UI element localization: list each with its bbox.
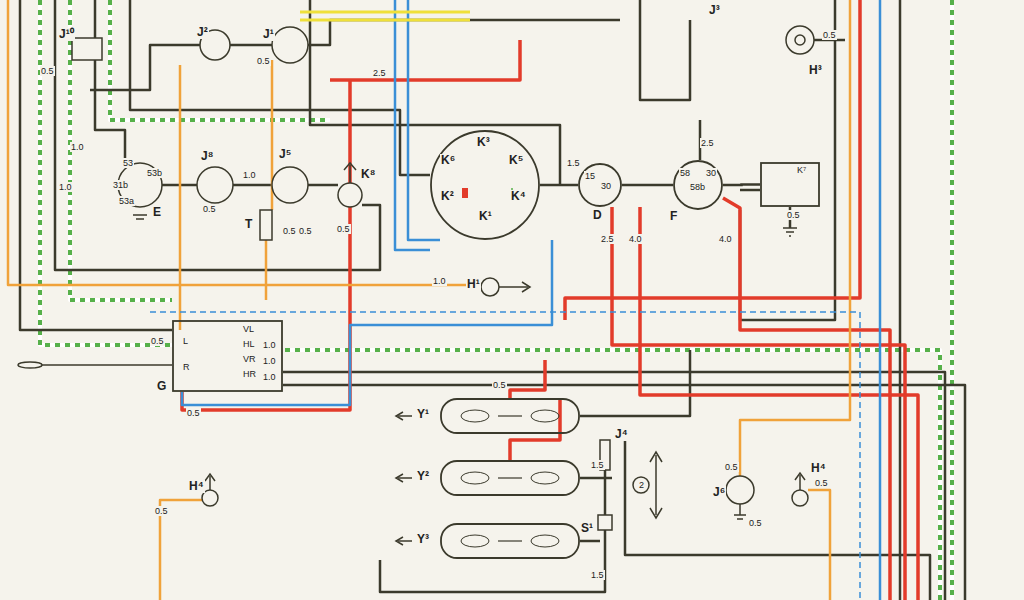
wire-gauge: 1.5 [590,460,605,470]
terminal-label: K⁵ [508,154,524,167]
wire-gauge: 1.0 [262,372,277,382]
wire-connector [540,184,578,187]
terminal-label: K³ [476,136,491,149]
terminal-label: G [156,380,167,393]
wire-gauge: 1.0 [432,276,447,286]
wire-gauge: 0.5 [492,380,507,390]
component-label: J³ [708,4,721,17]
wire-gauge: 0.5 [202,204,217,214]
lamp-box-outline [760,162,820,207]
component-label: E [152,206,162,219]
terminal-label: R [182,362,191,372]
component-label: H³ [808,64,823,77]
terminal-label: D [592,209,603,222]
wire-connector [723,183,760,186]
terminal-label: K⁴ [510,190,527,203]
terminal-label: 58 [679,168,691,178]
wire-gauge: 1.5 [566,158,581,168]
wire-gauge: 2.5 [700,138,715,148]
component-label: T [244,218,253,231]
terminal-label: F [669,210,678,223]
component-label: J² [196,26,209,39]
wire-gauge: 0.5 [336,224,351,234]
lamp-housing-outline [440,523,580,559]
wire-gauge: 0.5 [748,518,763,528]
wire-gauge: 4.0 [628,234,643,244]
component-label: J⁶ [712,486,726,499]
wire-gauge: 0.5 [154,506,169,516]
lamp-box: K⁷ [760,162,820,207]
wire-gauge: 53 [122,158,134,168]
lamp-housing: Y¹ [440,398,580,434]
component-label: J⁸ [200,150,214,163]
wire-gauge: 0.5 [40,66,55,76]
wire-gauge: 0.5 [724,462,739,472]
wire-gauge: 0.5 [256,56,271,66]
terminal-label: 30 [705,168,717,178]
wire-gauge: 1.0 [58,182,73,192]
terminal-label: 15 [584,171,596,181]
wire-gauge: 31b [112,180,129,190]
wire-gauge: 0.5 [786,210,801,220]
terminal-label: HR [242,369,257,379]
wire-gauge: 0.5 [814,478,829,488]
component-label: J¹ [262,28,275,41]
wire-gauge: 0.5 [282,226,297,236]
wire-gauge: 1.0 [262,356,277,366]
wire-gauge: 0.5 [298,226,313,236]
wire-gauge: 0.5 [150,336,165,346]
terminal-label: K¹ [478,210,493,223]
wire-gauge: 0.5 [822,30,837,40]
wire-gauge: 4.0 [718,234,733,244]
wire-gauge: 1.0 [262,340,277,350]
terminal-label: Y¹ [416,408,430,421]
component-label: J⁵ [278,148,292,161]
lamp-housing-outline [440,460,580,496]
wire-gauge: 2 [638,480,645,490]
terminal-label: K⁷ [796,165,807,175]
terminal-label: VR [242,354,257,364]
component-label: J⁴ [614,428,629,441]
terminal-label: K² [440,190,455,203]
wire-connector [622,184,673,187]
terminal-label: L [182,336,189,346]
terminal-label: Y² [416,470,430,483]
switch-circle: 1530D [578,163,622,207]
terminal-label: K⁶ [440,154,456,167]
terminal-label: VL [242,324,255,334]
lamp-housing: Y² [440,460,580,496]
wire-gauge: 2.5 [600,234,615,244]
wire-gauge: 2.5 [372,68,387,78]
component-label: K⁸ [360,168,376,181]
lamp-housing-outline [440,398,580,434]
relay-circle: 5858b30F [673,160,723,210]
terminal-label: 58b [689,182,706,192]
terminal-label: 30 [600,181,612,191]
terminal-label: Y³ [416,533,430,546]
wire-gauge: 1.0 [70,142,85,152]
component-label: H¹ [466,278,481,291]
lamp-housing: Y³ [440,523,580,559]
component-label: H⁴ [188,480,205,493]
component-label: J¹⁰ [58,28,75,41]
component-label: S¹ [580,522,594,535]
instrument-cluster: K³ K⁶ K⁵ K² K¹ K⁴ [430,130,540,240]
component-label: H⁴ [810,462,827,475]
wire-gauge: 53b [146,168,163,178]
wire-gauge: 0.5 [186,408,201,418]
wire-gauge: 53a [118,196,135,206]
wire-gauge: 1.0 [242,170,257,180]
terminal-label: HL [242,339,256,349]
wire-gauge: 1.5 [590,570,605,580]
